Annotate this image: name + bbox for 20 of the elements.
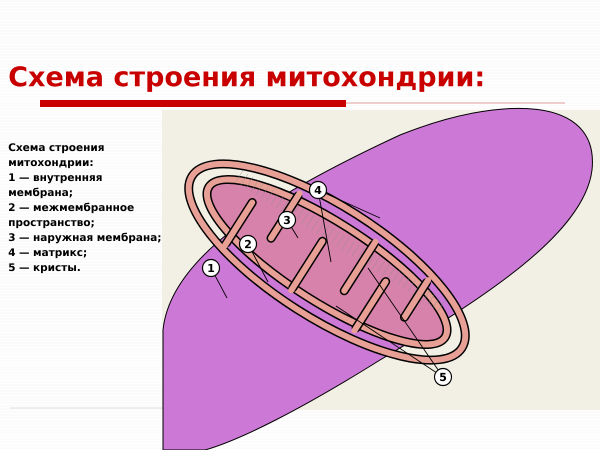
leader-line <box>319 198 332 262</box>
label: 3 — наружная мембрана; <box>8 232 160 244</box>
slide-title: Схема строения митохондрии: <box>10 66 482 92</box>
leader-line <box>368 268 438 370</box>
label: 5 — кристы. <box>9 263 80 274</box>
leader-line <box>214 276 228 298</box>
callout-number: 5 <box>434 368 452 386</box>
leader-line <box>291 227 298 238</box>
leader-line <box>326 193 380 218</box>
callout-number: 3 <box>278 210 296 230</box>
label: 1 — внутренняя мембрана; <box>9 173 102 198</box>
label: 2 — межмембранное пространство; <box>9 202 134 228</box>
callout-number: 2 <box>238 234 258 254</box>
callout-number: 1 <box>202 258 220 278</box>
leader-line <box>252 252 268 282</box>
label: Схема строения митохондрии: <box>8 143 104 168</box>
leader-line <box>336 306 436 372</box>
description-text: Схема строения митохондрии: 1 — внутренняя мембрана; 2 — межмембранное пространство; 3 — наружная мембрана; 4 — матрикс; 5 — кристы. <box>8 143 160 274</box>
label: 4 — матрикс; <box>8 248 86 258</box>
callout-number: 4 <box>308 180 328 200</box>
